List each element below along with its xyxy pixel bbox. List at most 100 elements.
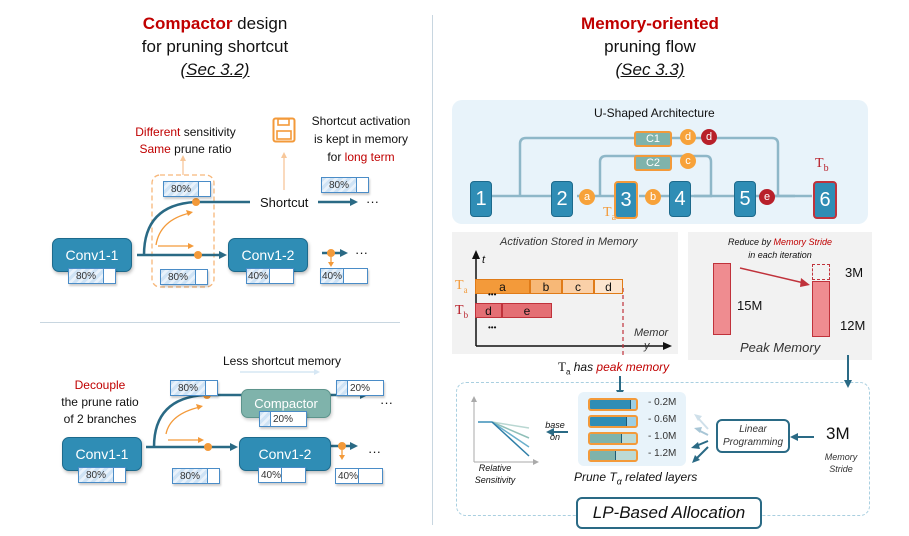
shortcut-label: Shortcut <box>260 195 309 210</box>
compactor-c1[interactable]: C1 <box>634 131 672 147</box>
activation-c: c <box>680 153 696 169</box>
activation-b: b <box>645 189 661 205</box>
conv1-2-block-bottom[interactable]: Conv1-2 <box>239 437 331 471</box>
compactor-block[interactable]: Compactor <box>241 389 331 418</box>
lp-flow-lines <box>471 355 852 465</box>
activation-a: a <box>579 189 595 205</box>
layer-memory-delta: - 1.2M <box>648 448 677 459</box>
sensitivity-curve <box>491 421 530 448</box>
activation-dot <box>192 198 200 206</box>
peak-memory-caption: Ta has peak memory <box>558 359 670 377</box>
ta-row-label: Ta <box>455 278 468 295</box>
activation-chart-title: Activation Stored in Memory <box>500 236 638 248</box>
top-diagram-lines <box>137 152 358 288</box>
pruned-layer-bar <box>588 415 638 428</box>
layer-kept-fill <box>590 417 627 426</box>
prune-group-box <box>151 174 215 288</box>
activation-e: e <box>759 189 775 205</box>
prune-ratio-conv2: 40% <box>246 268 294 284</box>
activation-d-tb: d <box>701 129 717 145</box>
peak-stride-value: 3M <box>845 265 864 280</box>
compactor-c2[interactable]: C2 <box>634 155 672 171</box>
layer-node-1[interactable]: 1 <box>470 181 492 217</box>
ta-segment-a: a <box>475 279 530 294</box>
u-shaped-title: U-Shaped Architecture <box>594 106 715 120</box>
lp-based-allocation-title: LP-Based Allocation <box>576 497 762 529</box>
ellipsis: ··· <box>366 194 379 209</box>
save-icon <box>272 117 296 143</box>
base-on-label: base on <box>545 420 565 442</box>
left-section-ref: (Sec 3.2) <box>180 60 250 79</box>
peak-memory-label: Peak Memory <box>740 340 821 355</box>
layer-memory-delta: - 0.2M <box>648 397 677 408</box>
peak-before-bar <box>713 263 731 335</box>
right-section-ref: (Sec 3.3) <box>615 60 685 79</box>
conv1-2-block[interactable]: Conv1-2 <box>228 238 308 272</box>
shortcut-memory-note: Shortcut activation is kept in memory fo… <box>311 114 411 164</box>
prune-ratio-branch-top: 80% <box>163 181 211 197</box>
layer-node-5[interactable]: 5 <box>734 181 756 217</box>
layer-node-3[interactable]: 3 <box>614 181 638 219</box>
layer-kept-fill <box>590 434 623 443</box>
pruned-layer-bar <box>588 432 638 445</box>
ellipsis: ··· <box>380 395 393 410</box>
prune-ratio-compactor-out: 20% <box>336 380 384 396</box>
prune-ratio-compactor: 20% <box>259 411 307 427</box>
conv1-1-block[interactable]: Conv1-1 <box>52 238 132 272</box>
right-title: Memory-oriented pruning flow (Sec 3.3) <box>540 12 760 81</box>
layer-node-2[interactable]: 2 <box>551 181 573 217</box>
memory-stride-label: Memory Stride <box>824 452 858 474</box>
less-shortcut-memory-label: Less shortcut memory <box>223 354 342 368</box>
arrow-up-icon <box>281 152 287 158</box>
layer-kept-fill <box>590 400 632 409</box>
ellipsis: ··· <box>368 444 381 459</box>
prune-ratio-conv1: 80% <box>68 268 116 284</box>
tb-segment-e: e <box>502 303 552 318</box>
decouple-note: Decouple the prune ratio of 2 branches <box>61 378 139 426</box>
memory-stride-value: 3M <box>826 424 850 443</box>
pruned-layer-bar <box>588 398 638 411</box>
activation-chart-axes <box>472 250 672 356</box>
activation-dot <box>194 251 202 259</box>
ta-segment-b: b <box>530 279 562 294</box>
memory-stride-note: Reduce by Memory Stride in each iteratio… <box>727 237 833 260</box>
relative-sensitivity-label: Relative Sensitivity <box>474 463 516 485</box>
layer-kept-fill <box>590 451 617 460</box>
peak-stride-bar <box>812 264 830 280</box>
activation-d-ta: d <box>680 129 696 145</box>
peak-before-value: 15M <box>737 298 763 313</box>
peak-after-value: 12M <box>840 318 866 333</box>
conv1-1-block-bottom[interactable]: Conv1-1 <box>62 437 142 471</box>
tb-label: Tb <box>815 156 829 174</box>
layer-memory-delta: - 0.6M <box>648 414 677 425</box>
sensitivity-note: Different sensitivity Same prune ratio <box>135 125 236 156</box>
sensitivity-curve <box>491 421 530 457</box>
vertical-divider <box>432 15 433 525</box>
prune-ratio-branch-bottom: 80% <box>160 269 208 285</box>
left-title: Compactor design for pruning shortcut (S… <box>60 12 370 81</box>
ta-segment-c: c <box>562 279 594 294</box>
prune-ratio-conv2-out: 40% <box>320 268 368 284</box>
prune-ta-caption: Prune Tα related layers <box>574 470 698 487</box>
prune-ratio-conv1-bottom: 80% <box>78 467 126 483</box>
layer-node-6[interactable]: 6 <box>813 181 837 219</box>
bottom-diagram-lines <box>146 369 368 460</box>
prune-ratio-conv2-out-bottom: 40% <box>335 468 383 484</box>
pruned-layer-bar <box>588 449 638 462</box>
layer-node-4[interactable]: 4 <box>669 181 691 217</box>
ta-label: Ta <box>603 205 617 223</box>
prune-ratio-branch-bottom-bottom: 80% <box>172 468 220 484</box>
sensitivity-curve <box>491 421 530 429</box>
tb-row-label: Tb <box>455 303 469 320</box>
prune-ratio-conv2-bottom: 40% <box>258 467 306 483</box>
left-title-highlight: Compactor <box>142 14 233 33</box>
reduce-arrow <box>739 267 810 287</box>
layer-memory-delta: - 1.0M <box>648 431 677 442</box>
horizontal-divider <box>40 322 400 323</box>
ellipsis: ··· <box>355 245 368 260</box>
tb-segment-d: d <box>475 303 502 318</box>
ta-segment-d: d <box>594 279 623 294</box>
arrow-up-icon <box>180 155 186 161</box>
